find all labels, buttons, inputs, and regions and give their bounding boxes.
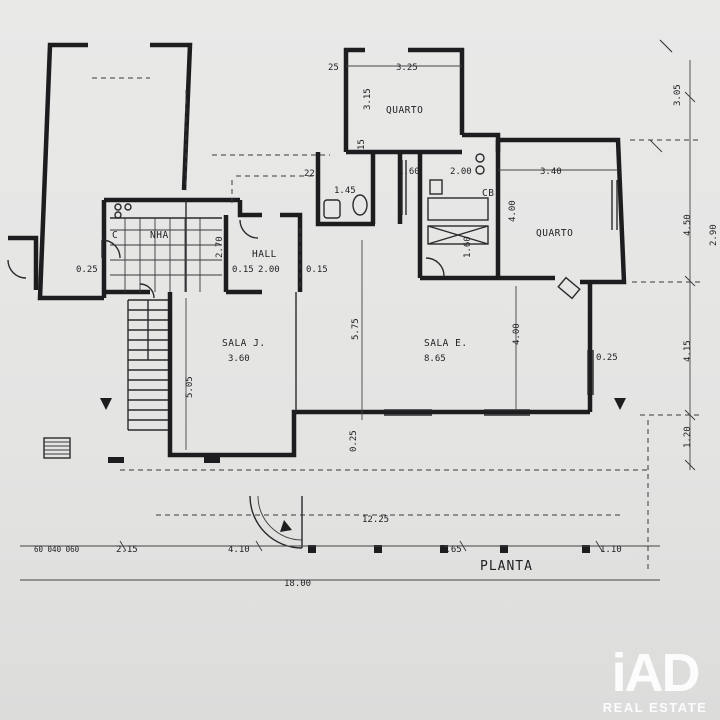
dim-hall: 2.00 [258, 265, 280, 275]
dim-wall-025a: 0.25 [76, 265, 98, 275]
dim-wall-25: 25 [328, 63, 339, 73]
terrace-post [308, 545, 316, 553]
dim-bottom-4: 1.10 [600, 545, 622, 555]
room-label-quarto-top: QUARTO [386, 105, 423, 116]
room-label-wc: CB [482, 188, 494, 199]
dimension-texts: 3.60 8.65 2.00 3.25 3.40 2.00 1.45 18.00… [34, 63, 719, 589]
room-label-cozinha-initial: C [112, 230, 118, 241]
dim-quarto-top: 3.25 [396, 63, 418, 73]
room-label-quarto-right: QUARTO [536, 228, 573, 239]
room-label-sala-e: SALA E. [424, 338, 468, 349]
terrace-post [500, 545, 508, 553]
dim-r-415: 4.15 [683, 340, 693, 362]
dim-wall-025c: 0.25 [349, 430, 359, 452]
dim-wall-22: 22 [304, 169, 315, 179]
dim-sala-j: 3.60 [228, 354, 250, 364]
dim-wc: 2.00 [450, 167, 472, 177]
exterior-walls [8, 42, 627, 458]
dim-bottom-1: 2.15 [116, 545, 138, 555]
dim-wall-025b: 0.25 [596, 353, 618, 363]
section-arrow-icon [280, 520, 292, 532]
terrace-post [204, 457, 220, 463]
interior-lines [7, 77, 700, 570]
dim-h-400a: 4.00 [512, 323, 522, 345]
room-label-cozinha: NHA [150, 230, 169, 241]
dim-h-160b: 1.60 [463, 236, 473, 258]
dim-r-120: 1.20 [683, 426, 693, 448]
room-label-hall: HALL [252, 249, 277, 260]
dim-r-305: 3.05 [673, 84, 683, 106]
dim-sala-e: 8.65 [424, 354, 446, 364]
logo-subtitle: REAL ESTATE [602, 700, 708, 715]
dim-bottom-3: 8.65 [440, 545, 462, 555]
dim-h-315: 3.15 [363, 88, 373, 110]
dim-h-400b: 4.00 [508, 200, 518, 222]
terrace-post [374, 545, 382, 553]
dim-h-575: 5.75 [351, 318, 361, 340]
level-marker-icon [100, 398, 112, 410]
dim-wall-15: 15 [357, 139, 367, 150]
dim-bath: 1.45 [334, 186, 356, 196]
dim-wall-015b: 0.15 [306, 265, 328, 275]
dimension-lines [20, 39, 696, 581]
room-label-sala-j: SALA J. [222, 338, 266, 349]
dim-h-505: 5.05 [185, 376, 195, 398]
terrace-post [582, 545, 590, 553]
dim-wall-015a: 0.15 [232, 265, 254, 275]
dim-bottom-2: 4.10 [228, 545, 250, 555]
logo-mark: iAD [611, 643, 701, 703]
dim-total-width: 18.00 [284, 579, 311, 589]
dim-h-160: 1.60 [398, 167, 420, 177]
room-labels: C NHA HALL SALA J. SALA E. QUARTO QUARTO… [112, 105, 573, 349]
terrace-post [108, 457, 124, 463]
dim-terrace: 12.25 [362, 515, 389, 525]
dim-r-290: 2.90 [709, 224, 719, 246]
plan-title: PLANTA [480, 559, 533, 574]
dim-bottom-left: 60 040 060 [34, 545, 80, 554]
dim-h-270: 2.70 [215, 236, 225, 258]
terrace-post [440, 545, 448, 553]
agency-logo: iAD REAL ESTATE [596, 646, 714, 718]
dim-r-450: 4.50 [683, 214, 693, 236]
level-marker-icon [614, 398, 626, 410]
dim-quarto-right: 3.40 [540, 167, 562, 177]
